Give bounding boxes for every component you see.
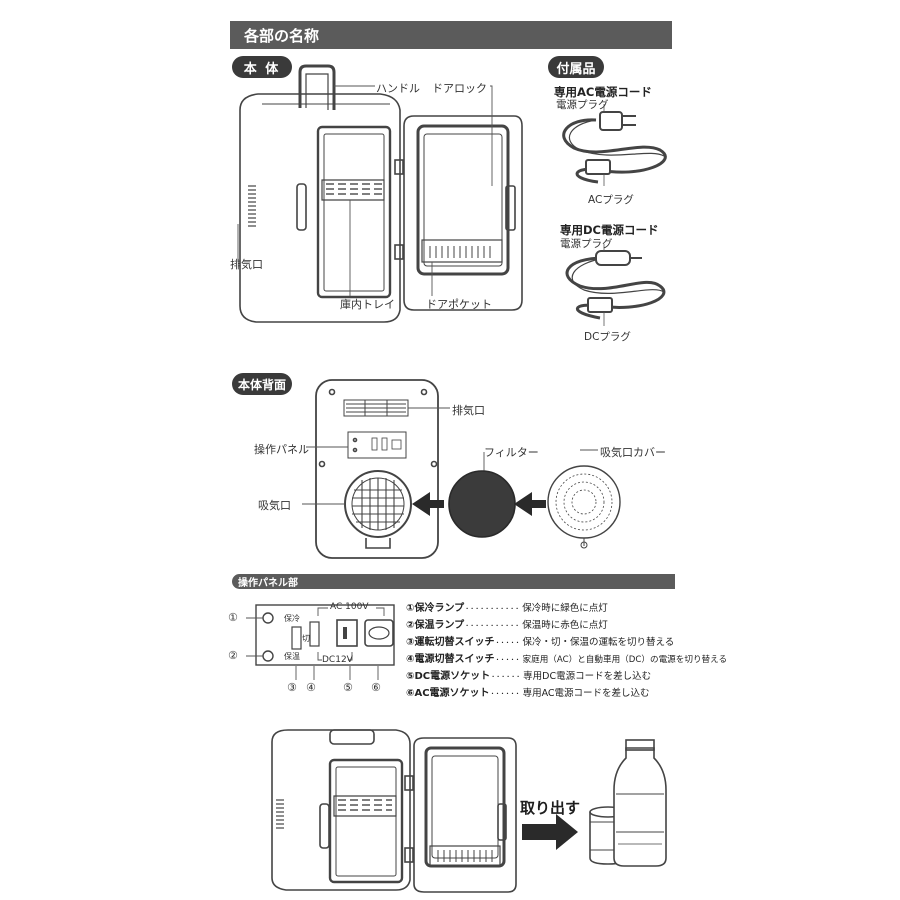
back-intake-cover-label: 吸気口カバー — [600, 446, 666, 459]
legend-key: ⑤DC電源ソケット — [406, 671, 491, 682]
legend-row: ②保温ランプ・・・・・・・・・・・ 保温時に赤色に点灯 — [406, 616, 608, 631]
legend-row: ①保冷ランプ・・・・・・・・・・・ 保冷時に緑色に点灯 — [406, 599, 608, 614]
back-filter-label: フィルター — [484, 446, 539, 459]
legend-desc: 保冷・切・保温の運転を切り替える — [522, 637, 675, 648]
panel-section-bar: 操作パネル部 — [232, 574, 675, 589]
legend-row: ⑥AC電源ソケット・・・・・・ 専用AC電源コードを差し込む — [406, 684, 650, 699]
panel-num-1: ① — [228, 611, 238, 624]
section-main-body: 本 体 — [232, 56, 292, 78]
label-door-lock: ドアロック — [432, 82, 487, 95]
label-tray: 庫内トレイ — [340, 298, 395, 311]
panel-num-6: ⑥ — [371, 681, 381, 694]
ac-cord-title: 専用AC電源コード — [554, 85, 652, 99]
dc-plug-end-label: DCプラグ — [584, 331, 631, 343]
label-door-pocket: ドアポケット — [426, 298, 492, 311]
back-illustration — [302, 379, 621, 559]
panel-num-4: ④ — [306, 681, 316, 694]
dc-cord-illustration — [565, 244, 666, 326]
legend-desc: 保冷時に緑色に点灯 — [522, 603, 608, 614]
label-exhaust: 排気口 — [230, 258, 263, 271]
section-accessories: 付属品 — [548, 56, 604, 78]
legend-desc: 専用AC電源コードを差し込む — [522, 688, 650, 699]
fridge-illustration — [237, 64, 523, 323]
label-handle: ハンドル — [376, 82, 420, 95]
dc-cord-title: 専用DC電源コード — [560, 223, 659, 237]
section-back-label: 本体背面 — [237, 377, 286, 392]
legend-key: ④電源切替スイッチ — [406, 654, 495, 665]
dc-plug-top-label: 電源プラグ — [560, 238, 613, 250]
section-back: 本体背面 — [232, 373, 292, 395]
take-out-label: 取り出す — [520, 799, 581, 817]
legend-key: ②保温ランプ — [406, 620, 465, 631]
page-title: 各部の名称 — [244, 26, 320, 45]
section-main-body-label: 本 体 — [243, 61, 281, 77]
section-accessories-label: 付属品 — [556, 61, 596, 77]
ac-plug-top-label: 電源プラグ — [556, 99, 609, 111]
legend-dots: ・・・・・ — [494, 640, 520, 647]
panel-ac-label: AC 100V — [330, 602, 369, 612]
panel-num-5: ⑤ — [343, 681, 353, 694]
legend-key: ③運転切替スイッチ — [406, 637, 495, 648]
panel-dc-label: DC12V — [322, 655, 353, 665]
panel-diagram — [246, 604, 395, 680]
legend-row: ⑤DC電源ソケット・・・・・・ 専用DC電源コードを差し込む — [406, 667, 651, 682]
legend-row: ④電源切替スイッチ・・・・・ 家庭用（AC）と自動車用（DC）の電源を切り替える — [406, 650, 727, 665]
legend-key: ⑥AC電源ソケット — [406, 688, 490, 699]
panel-num-2: ② — [228, 649, 238, 662]
legend-key: ①保冷ランプ — [406, 603, 465, 614]
title-bar: 各部の名称 — [230, 21, 672, 49]
legend-desc: 家庭用（AC）と自動車用（DC）の電源を切り替える — [522, 655, 728, 665]
legend-desc: 専用DC電源コードを差し込む — [523, 671, 652, 682]
legend-dots: ・・・・・ — [494, 657, 520, 664]
legend-dots: ・・・・・・・・・・・ — [464, 623, 520, 630]
legend-row: ③運転切替スイッチ・・・・・ 保冷・切・保温の運転を切り替える — [406, 633, 674, 648]
back-exhaust-label: 排気口 — [452, 404, 485, 417]
panel-off-label: 切 — [302, 634, 310, 643]
panel-warm-label: 保温 — [284, 652, 300, 661]
legend-dots: ・・・・・・・・・・・ — [464, 606, 520, 613]
ac-plug-end-label: ACプラグ — [588, 194, 634, 206]
bottom-fridge-illustration — [271, 729, 667, 893]
ac-cord-illustration — [562, 104, 667, 186]
panel-cool-label: 保冷 — [284, 614, 300, 623]
legend-dots: ・・・・・・ — [489, 691, 521, 698]
back-panel-label: 操作パネル — [254, 443, 309, 456]
panel-num-3: ③ — [287, 681, 297, 694]
legend-desc: 保温時に赤色に点灯 — [522, 620, 608, 631]
legend-dots: ・・・・・・ — [490, 674, 521, 681]
panel-section-label: 操作パネル部 — [238, 578, 298, 589]
back-intake-label: 吸気口 — [258, 499, 291, 512]
